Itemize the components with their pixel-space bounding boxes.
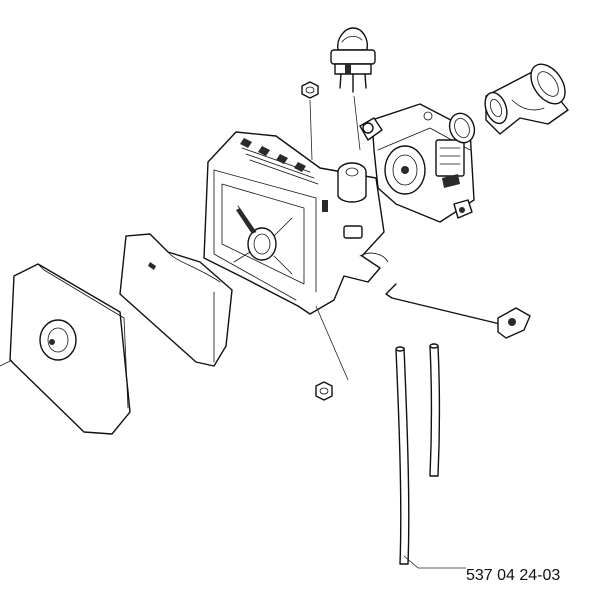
nut-upper [301,81,319,161]
filter-cover [0,263,131,435]
o-ring [448,112,476,144]
fuel-hose-short [429,343,441,477]
part-number: 537 04 24-03 [466,567,560,584]
fuel-hose-long [395,346,410,565]
nut-lower [315,305,349,401]
intake-manifold [484,63,569,135]
throttle-rod [385,283,531,339]
air-filter-housing [203,131,389,315]
foam-filter [119,233,233,367]
part-number-leader [403,555,466,569]
carburetor [353,95,475,223]
primer-bulb [330,27,376,93]
